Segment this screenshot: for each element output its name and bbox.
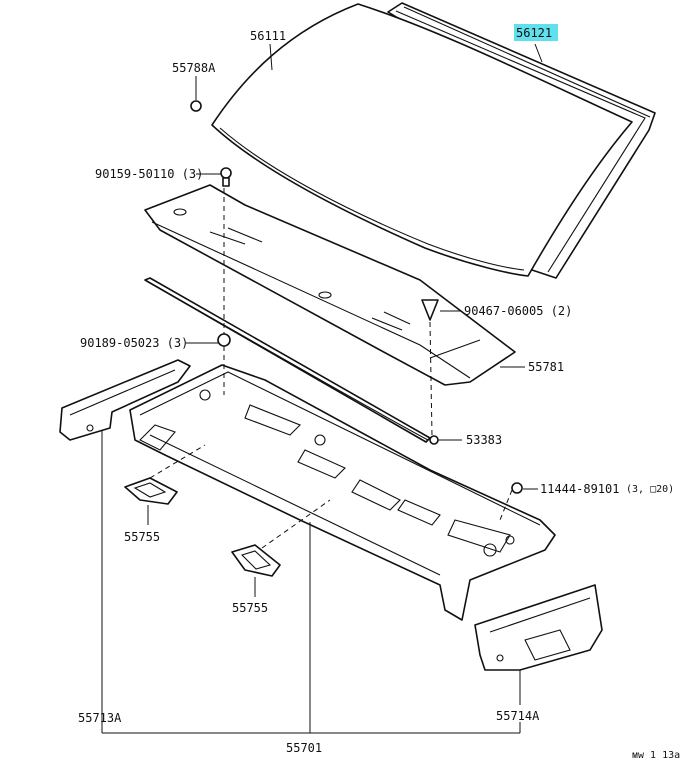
cowl-louver	[144, 184, 516, 386]
pad-1	[124, 477, 178, 505]
assembly-lines	[149, 188, 513, 549]
bolt-upper	[220, 167, 232, 187]
clip-top	[190, 100, 202, 112]
label-plug[interactable]: 11444-89101	[540, 482, 619, 496]
label-pad-2[interactable]: 55755	[232, 601, 268, 615]
clip-right	[421, 299, 439, 321]
label-clip-top[interactable]: 55788A	[172, 61, 216, 75]
label-pad-1[interactable]: 55755	[124, 530, 160, 544]
bracket-right	[474, 584, 603, 671]
leader-lines	[101, 43, 543, 734]
windshield-glass	[211, 3, 633, 277]
label-windshield-molding[interactable]: 56121	[516, 26, 552, 40]
label-bolt-lower[interactable]: 90189-05023 (3)	[80, 336, 188, 350]
label-cowl-panel[interactable]: 55701	[286, 741, 322, 755]
label-louver[interactable]: 55781	[528, 360, 564, 374]
cowl-panel	[129, 364, 556, 621]
corner-code: ᴍᴡ 1 13a	[632, 750, 680, 760]
label-bracket-left[interactable]: 55713A	[78, 711, 122, 725]
label-bolt-upper[interactable]: 90159-50110 (3)	[95, 167, 203, 181]
bracket-left	[59, 359, 191, 441]
plug	[511, 482, 523, 494]
pad-2	[231, 544, 281, 577]
seal-clip	[429, 435, 439, 445]
part-highlight	[514, 24, 558, 41]
label-windshield-glass[interactable]: 56111	[250, 29, 286, 43]
bolt-lower	[217, 333, 231, 347]
label-bracket-right[interactable]: 55714A	[496, 709, 540, 723]
label-plug-note: (3, □20)	[626, 484, 674, 495]
label-seal[interactable]: 53383	[466, 433, 502, 447]
label-clip-right[interactable]: 90467-06005 (2)	[464, 304, 572, 318]
